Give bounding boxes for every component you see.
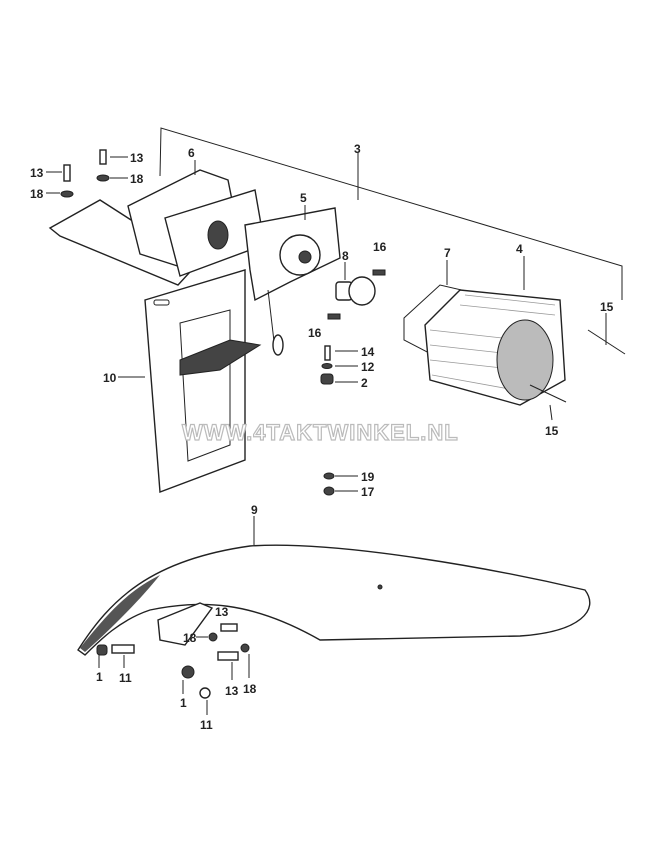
socket-plate (244, 207, 341, 356)
license-plate-frame (144, 269, 262, 493)
label-12: 12 (361, 360, 375, 374)
washer-12 (321, 363, 333, 369)
watermark: WWW.4TAKTWINKEL.NL (182, 420, 459, 445)
label-13: 13 (215, 605, 229, 619)
grommet-2 (320, 373, 334, 385)
label-1: 1 (96, 670, 103, 684)
washer-18 (240, 643, 250, 653)
leader-lines (46, 156, 607, 715)
label-13: 13 (30, 166, 44, 180)
label-3: 3 (354, 142, 361, 156)
washer-19 (323, 472, 335, 480)
label-18: 18 (130, 172, 144, 186)
bolt-11 (199, 687, 211, 699)
label-13: 13 (130, 151, 144, 165)
part-labels: 3 6 13 13 18 18 5 8 16 16 7 4 15 15 14 1… (30, 142, 614, 732)
label-7: 7 (444, 246, 451, 260)
label-18: 18 (183, 631, 197, 645)
label-17: 17 (361, 485, 375, 499)
label-15: 15 (600, 300, 614, 314)
assembly-bracket-3 (159, 127, 623, 300)
nut-1 (96, 644, 108, 656)
screw-15 (529, 384, 567, 403)
screw-16 (372, 269, 386, 276)
washer-18 (208, 632, 218, 642)
label-14: 14 (361, 345, 375, 359)
label-1: 1 (180, 696, 187, 710)
label-13: 13 (225, 684, 239, 698)
label-10: 10 (103, 371, 117, 385)
bulb (335, 276, 376, 306)
tail-light-lens (424, 289, 566, 406)
washer-18 (96, 174, 110, 182)
label-19: 19 (361, 470, 375, 484)
label-5: 5 (300, 191, 307, 205)
rear-fender (77, 544, 591, 656)
bolt-13 (99, 149, 107, 165)
bolt-13 (217, 651, 239, 661)
bolt-13 (220, 623, 238, 632)
label-4: 4 (516, 242, 523, 256)
bolt-14 (324, 345, 331, 361)
label-15: 15 (545, 424, 559, 438)
tail-light-bracket (48, 169, 263, 286)
label-18: 18 (30, 187, 44, 201)
washer-18 (60, 190, 74, 198)
label-16: 16 (308, 326, 322, 340)
screw-16 (327, 313, 341, 320)
label-2: 2 (361, 376, 368, 390)
label-11: 11 (200, 718, 213, 732)
label-9: 9 (251, 503, 258, 517)
nut-17 (323, 486, 335, 496)
label-11: 11 (119, 671, 132, 685)
label-18: 18 (243, 682, 257, 696)
label-6: 6 (188, 146, 195, 160)
label-16: 16 (373, 240, 387, 254)
nut-1 (181, 665, 195, 679)
bolt-11 (111, 644, 135, 654)
bolt-13 (63, 164, 71, 182)
label-8: 8 (342, 249, 349, 263)
